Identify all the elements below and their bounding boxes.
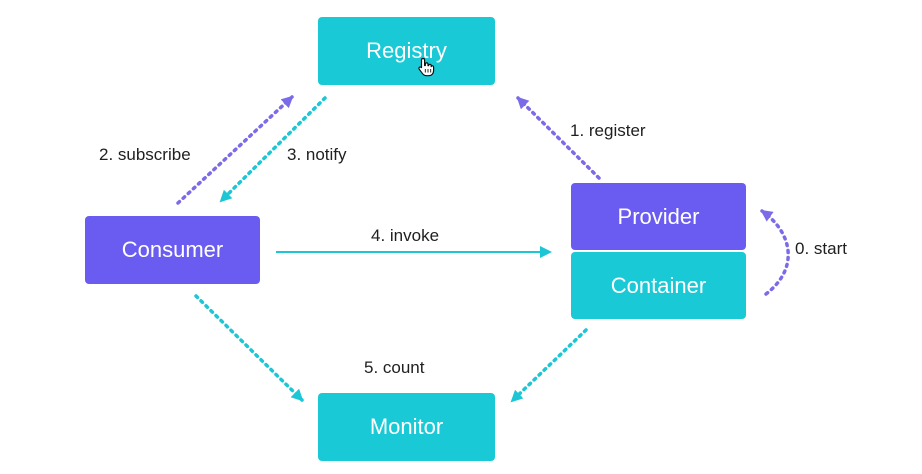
registry-node: Registry — [318, 17, 495, 85]
container-node: Container — [571, 252, 746, 319]
register-edge-label: 1. register — [570, 121, 646, 140]
register-arrow — [516, 96, 601, 180]
notify-edge-label: 3. notify — [287, 145, 347, 164]
registry-label: Registry — [366, 38, 447, 63]
notify-arrow — [219, 96, 327, 203]
count-provider-arrow — [510, 328, 588, 403]
subscribe-arrow — [176, 95, 294, 205]
provider-node: Provider — [571, 183, 746, 250]
hand-pointer-icon — [418, 57, 435, 77]
subscribe-edge-label: 2. subscribe — [99, 145, 191, 164]
monitor-label: Monitor — [369, 414, 444, 439]
start-edge-label: 0. start — [795, 239, 847, 258]
count-consumer-arrow — [194, 294, 304, 402]
count-edge-label: 5. count — [364, 358, 425, 377]
start-arrow — [760, 209, 790, 296]
monitor-node: Monitor — [318, 393, 495, 461]
container-label: Container — [610, 272, 707, 298]
provider-label: Provider — [617, 203, 700, 229]
invoke-edge-label: 4. invoke — [371, 226, 440, 245]
consumer-label: Consumer — [121, 237, 224, 262]
consumer-node: Consumer — [85, 216, 260, 284]
